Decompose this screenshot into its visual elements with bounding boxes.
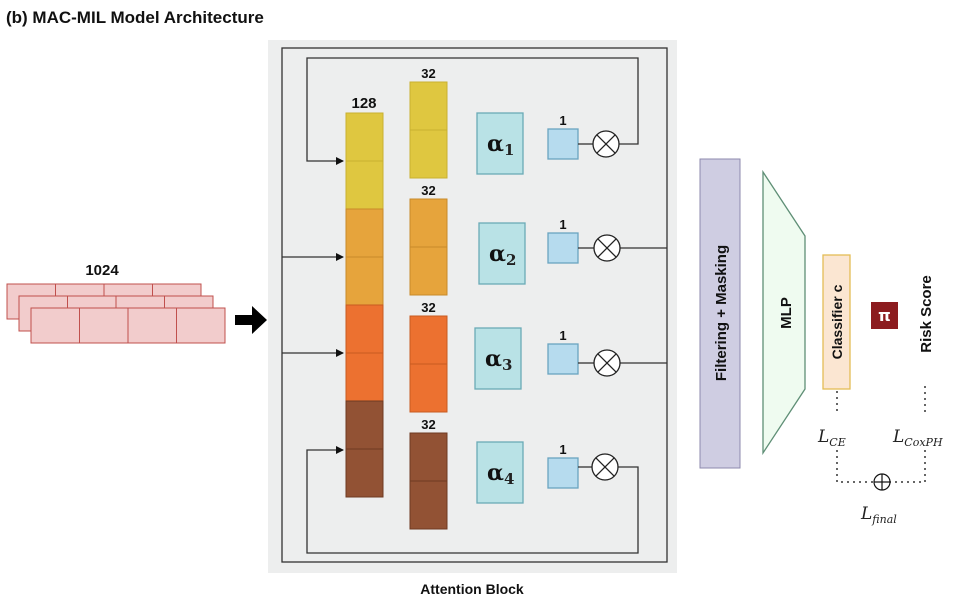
mlp-label: MLP [778, 297, 795, 329]
multiply-icon [593, 234, 621, 262]
head-dim-label: 32 [421, 183, 435, 198]
classifier-label: Classifier c [829, 284, 845, 359]
embedding-cell [345, 304, 384, 354]
multiply-icon [592, 130, 620, 158]
attention-weight-box [547, 232, 579, 264]
embedding-cell [345, 208, 384, 258]
risk-score-label: Risk Score [918, 275, 935, 353]
head-projection-cell [409, 480, 448, 530]
embedding-cell [345, 256, 384, 306]
attention-weight-box [547, 343, 579, 375]
alpha-box [474, 327, 522, 390]
embedding-cell [345, 160, 384, 210]
filtering-masking-box [699, 158, 741, 469]
mlp-block [762, 169, 806, 456]
head-dim-label: 32 [421, 300, 435, 315]
multiply-icon [591, 453, 619, 481]
weight-dim-label: 1 [559, 217, 566, 232]
embedding-cell [345, 400, 384, 450]
embedding-dim-label: 128 [351, 95, 376, 112]
weight-dim-label: 1 [559, 442, 566, 457]
head1-loop-wire [306, 57, 639, 165]
head-dim-label: 32 [421, 66, 435, 81]
pi-glyph: π [878, 306, 891, 325]
alpha-label: α3 [485, 346, 512, 374]
attention-weight-box [547, 457, 579, 489]
weight-dim-label: 1 [559, 113, 566, 128]
embedding-column [345, 112, 384, 498]
head-projection-cell [409, 315, 448, 365]
attention-head-3: 32 α3 1 [409, 300, 621, 413]
head-projection-cell [409, 81, 448, 131]
attention-heads: 32 α1 1 32 α2 1 32 α3 1 32 α4 1 [409, 66, 621, 530]
attention-head-1: 32 α1 1 [409, 66, 620, 179]
ce-to-final-dotted [836, 450, 874, 483]
weight-dim-label: 1 [559, 328, 566, 343]
input-cell [79, 307, 129, 344]
alpha-label: α2 [489, 241, 516, 269]
figure-title: (b) MAC-MIL Model Architecture [6, 8, 264, 27]
attention-weight-box [547, 128, 579, 160]
head-projection-cell [409, 432, 448, 482]
head-projection-cell [409, 246, 448, 296]
embedding-cell [345, 352, 384, 402]
pi-icon [871, 302, 898, 329]
coxph-to-final-dotted [890, 450, 926, 483]
input-cell [127, 307, 177, 344]
head-projection-cell [409, 198, 448, 248]
input-feature-stack [6, 283, 226, 344]
loss-ce-label: LCE [817, 427, 846, 449]
alpha-label: α4 [487, 460, 514, 488]
input-cell [30, 307, 80, 344]
alpha-box [478, 222, 526, 285]
combine-plus-icon [873, 473, 891, 491]
input-arrow-icon [235, 306, 267, 334]
head-projection-cell [409, 363, 448, 413]
head4-loop-wire [306, 446, 639, 554]
input-dim-label: 1024 [85, 262, 119, 279]
embedding-cell [345, 448, 384, 498]
attention-head-4: 32 α4 1 [409, 417, 619, 530]
attention-head-2: 32 α2 1 [409, 183, 621, 296]
head-dim-label: 32 [421, 417, 435, 432]
classifier-box [822, 254, 851, 390]
alpha-box [476, 112, 524, 175]
attention-block-label: Attention Block [420, 581, 524, 597]
multiply-icon [593, 349, 621, 377]
outer-loop-wire [281, 47, 668, 563]
head-projection-cell [409, 129, 448, 179]
embedding-cell [345, 112, 384, 162]
loss-coxph-label: LCoxPH [892, 427, 943, 449]
filtering-masking-label: Filtering + Masking [713, 245, 730, 381]
attention-block-background [268, 40, 677, 573]
alpha-box [476, 441, 524, 504]
loss-final-label: Lfinal [860, 504, 897, 526]
alpha-label: α1 [487, 131, 514, 159]
input-cell [176, 307, 226, 344]
